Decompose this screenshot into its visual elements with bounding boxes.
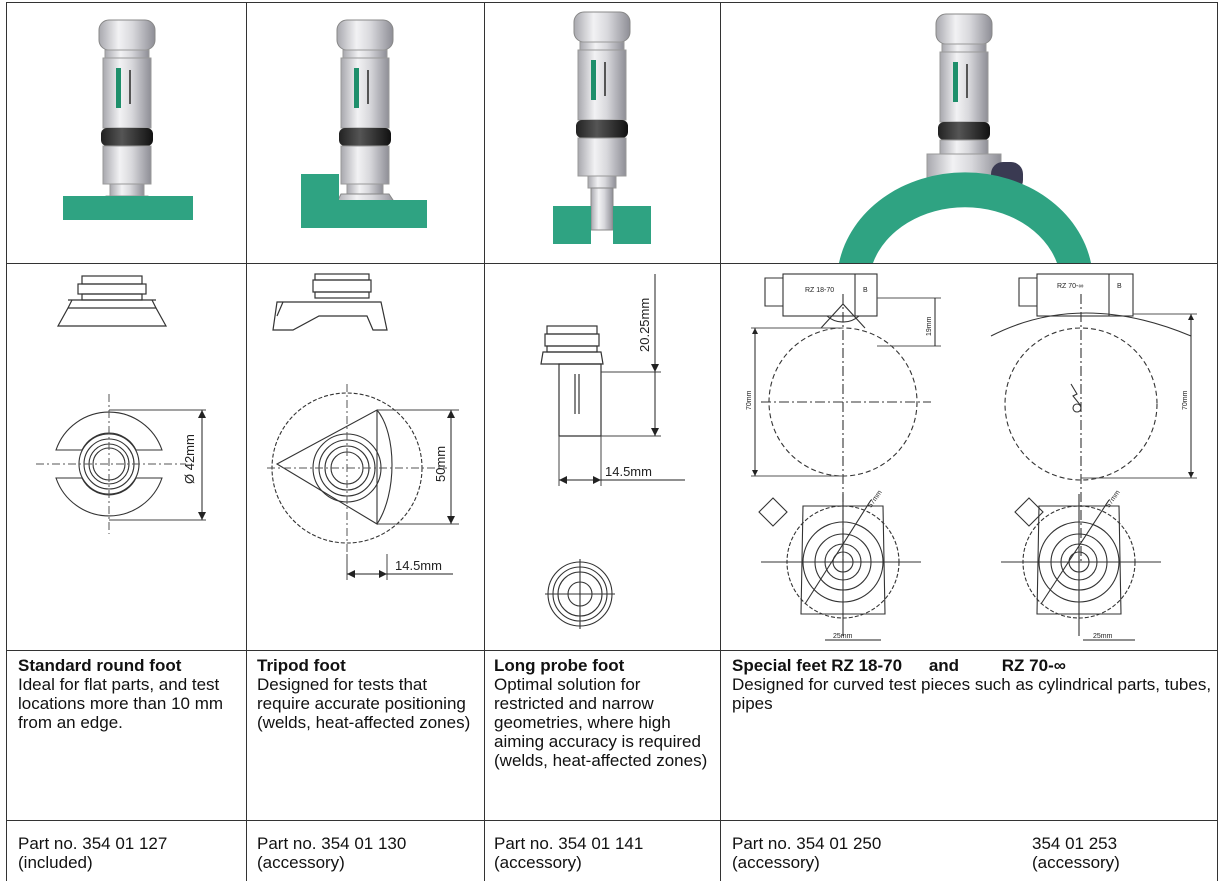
long-probe-foot-part-status: (accessory) <box>494 853 582 872</box>
long-probe-foot-description: Optimal solution for restricted and narr… <box>494 675 708 770</box>
long-probe-foot-part-cell: Part no. 354 01 141 (accessory) <box>494 834 714 872</box>
special-feet-part-status-a: (accessory) <box>732 853 820 872</box>
standard-foot-description-cell: Standard round foot Ideal for flat parts… <box>18 656 240 732</box>
probe-height-dimension: 20.25mm <box>637 298 652 352</box>
special-feet-title-c: RZ 70-∞ <box>1001 656 1066 675</box>
table-border-left <box>6 2 7 881</box>
long-probe-foot-drawing: 20.25mm 14.5mm <box>540 274 685 629</box>
long-probe-foot-part-number: Part no. 354 01 141 <box>494 834 644 853</box>
row-divider-descriptions <box>6 820 1218 821</box>
special-feet-description: Designed for curved test pieces such as … <box>732 675 1212 713</box>
long-probe-foot-title: Long probe foot <box>494 656 625 675</box>
standard-foot-photo <box>63 19 193 220</box>
special-feet-description-cell: Special feet RZ 18-70 and RZ 70-∞ Design… <box>732 656 1212 713</box>
row-divider-photos <box>6 263 1218 264</box>
left-foot-label: RZ 18-70 <box>805 287 834 294</box>
tripod-width-dimension: 14.5mm <box>395 558 442 573</box>
standard-foot-title: Standard round foot <box>18 656 182 675</box>
right-height-dimension: 70mm <box>1182 390 1189 410</box>
standard-foot-description: Ideal for flat parts, and test locations… <box>18 675 224 732</box>
standard-foot-drawing: Ø 42mm <box>36 275 206 534</box>
special-feet-title: Special feet RZ 18-70 and RZ 70-∞ <box>732 656 1212 675</box>
tripod-foot-title: Tripod foot <box>257 656 346 675</box>
probe-width-dimension: 14.5mm <box>605 464 652 479</box>
right-block-letter: B <box>1117 283 1122 290</box>
left-block-letter: B <box>863 287 868 294</box>
special-feet-part-status-b: (accessory) <box>1032 853 1120 872</box>
tripod-foot-part-cell: Part no. 354 01 130 (accessory) <box>257 834 477 872</box>
special-feet-title-and: and <box>928 656 960 675</box>
special-feet-part-number-b: 354 01 253 <box>1032 834 1118 853</box>
long-probe-foot-description-cell: Long probe foot Optimal solution for res… <box>494 656 714 770</box>
table-border-top <box>6 2 1218 3</box>
standard-foot-part-number: Part no. 354 01 127 <box>18 834 168 853</box>
right-base-dimension: 25mm <box>1093 633 1113 640</box>
special-feet-part-cell-b: 354 01 253 (accessory) <box>1032 834 1182 872</box>
tripod-foot-description: Designed for tests that require accurate… <box>257 675 471 732</box>
special-feet-part-number-a: Part no. 354 01 250 <box>732 834 882 853</box>
tripod-foot-description-cell: Tripod foot Designed for tests that requ… <box>257 656 477 732</box>
tripod-foot-drawing: 50mm 14.5mm <box>267 273 459 580</box>
diameter-dimension: Ø 42mm <box>182 434 197 484</box>
gap-dimension: 19mm <box>926 316 933 336</box>
column-divider-3 <box>720 2 721 881</box>
tripod-foot-photo <box>301 19 427 228</box>
left-height-dimension: 70mm <box>746 390 753 410</box>
special-feet-part-cell-a: Part no. 354 01 250 (accessory) <box>732 834 972 872</box>
tripod-height-dimension: 50mm <box>433 446 448 482</box>
column-divider-2 <box>484 2 485 881</box>
special-feet-drawing: RZ 18-70 B 70mm 19mm RZ 70-∞ B 70mm <box>746 273 1197 641</box>
row-divider-drawings <box>6 650 1218 651</box>
tripod-foot-part-status: (accessory) <box>257 853 345 872</box>
standard-foot-part-status: (included) <box>18 853 93 872</box>
long-probe-foot-photo <box>553 11 651 244</box>
table-border-right <box>1217 2 1218 881</box>
tripod-foot-part-number: Part no. 354 01 130 <box>257 834 407 853</box>
special-feet-title-a: Special feet RZ 18-70 <box>732 656 903 675</box>
column-divider-1 <box>246 2 247 881</box>
right-foot-label: RZ 70-∞ <box>1057 283 1083 290</box>
special-feet-photo <box>839 13 1091 263</box>
standard-foot-part-cell: Part no. 354 01 127 (included) <box>18 834 240 872</box>
left-base-dimension: 25mm <box>833 633 853 640</box>
